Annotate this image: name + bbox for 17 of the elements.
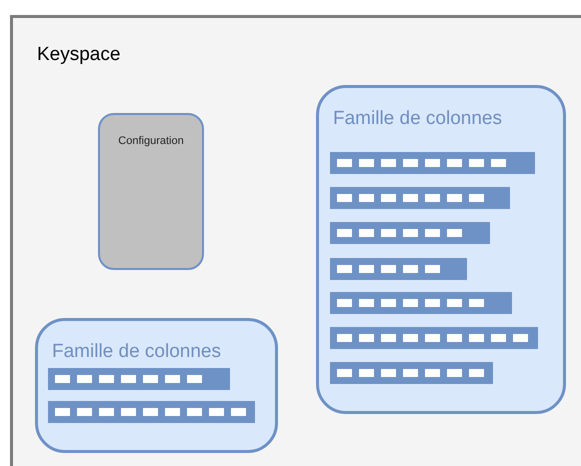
row-bar bbox=[330, 292, 512, 314]
row-bar bbox=[330, 222, 490, 244]
row-bar bbox=[330, 152, 535, 174]
row-bar bbox=[330, 187, 510, 209]
row-bar bbox=[330, 362, 493, 384]
row-bar bbox=[48, 368, 230, 390]
row-bar bbox=[48, 401, 255, 423]
column-family-title: Famille de colonnes bbox=[333, 108, 502, 130]
row-bar bbox=[330, 327, 538, 349]
row-bar bbox=[330, 258, 467, 280]
column-family-panel bbox=[35, 318, 278, 453]
configuration-box bbox=[98, 113, 204, 270]
keyspace-title: Keyspace bbox=[37, 44, 120, 66]
keyspace-frame bbox=[10, 15, 581, 466]
column-family-title: Famille de colonnes bbox=[52, 341, 221, 363]
configuration-label: Configuration bbox=[117, 135, 185, 147]
column-family-panel bbox=[316, 85, 566, 414]
